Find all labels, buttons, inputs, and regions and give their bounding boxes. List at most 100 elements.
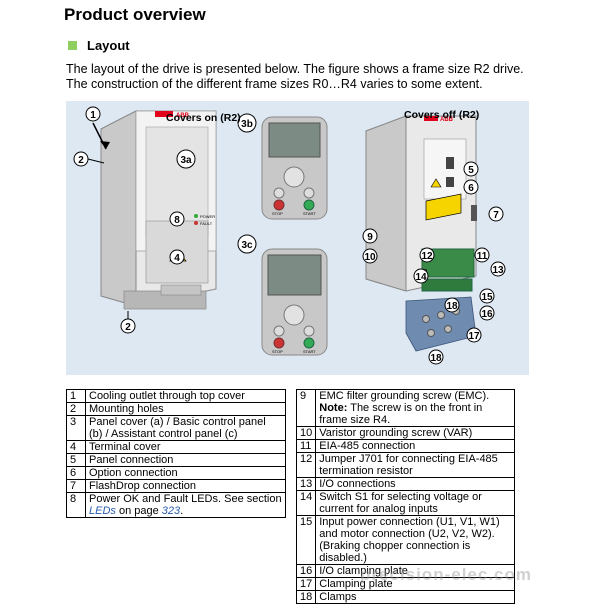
row-number: 13 bbox=[295, 477, 317, 491]
row-number: 17 bbox=[295, 577, 317, 591]
callout-16: 16 bbox=[481, 309, 493, 320]
caption-covers-off: Covers off (R2) bbox=[404, 109, 479, 121]
row-number: 1 bbox=[66, 389, 86, 403]
row-8-tail: on page bbox=[118, 505, 159, 517]
callout-13: 13 bbox=[492, 265, 504, 276]
section-label: Layout bbox=[87, 38, 130, 53]
row-description: Panel cover (a) / Basic control panel (b… bbox=[85, 415, 286, 441]
row-number: 12 bbox=[295, 452, 317, 478]
row-description: Clamping plate bbox=[315, 577, 515, 591]
leds-link[interactable]: LEDs bbox=[89, 505, 116, 517]
callout-2-top: 2 bbox=[78, 155, 84, 166]
row-description: Power OK and Fault LEDs. See section LED… bbox=[85, 492, 286, 518]
panel-c-stop-label: STOP bbox=[272, 349, 283, 354]
panel-b-stop-label: STOP bbox=[272, 211, 283, 216]
row-description: EMC filter grounding screw (EMC). Note: … bbox=[315, 389, 515, 427]
callout-3b: 3b bbox=[241, 119, 253, 130]
row-number: 5 bbox=[66, 453, 86, 467]
panel-c-start-label: START bbox=[303, 349, 316, 354]
callout-17: 17 bbox=[468, 331, 480, 342]
callout-14: 14 bbox=[415, 272, 427, 283]
brand-logo-right: ABB bbox=[440, 117, 454, 123]
page-323-link[interactable]: 323 bbox=[161, 505, 181, 517]
row-description: Mounting holes bbox=[85, 402, 286, 416]
callout-8: 8 bbox=[174, 215, 180, 226]
row-description: Varistor grounding screw (VAR) bbox=[315, 426, 515, 440]
callout-15: 15 bbox=[481, 292, 493, 303]
callout-9: 9 bbox=[367, 232, 373, 243]
callout-3c: 3c bbox=[241, 240, 253, 251]
row-number: 11 bbox=[295, 439, 317, 453]
table-row: 8 Power OK and Fault LEDs. See section L… bbox=[66, 492, 286, 518]
row-9-note-text: The screw is on the front in frame size … bbox=[319, 402, 483, 426]
led-power-label: POWER bbox=[200, 214, 215, 219]
row-9-text: EMC filter grounding screw (EMC). bbox=[319, 390, 490, 402]
row-8-text: Power OK and Fault LEDs. See section bbox=[89, 493, 282, 505]
row-description: I/O connections bbox=[315, 477, 515, 491]
table-row: 9 EMC filter grounding screw (EMC). Note… bbox=[295, 389, 515, 427]
row-description: Option connection bbox=[85, 466, 286, 480]
row-description: Terminal cover bbox=[85, 440, 286, 454]
row-number: 8 bbox=[66, 492, 86, 518]
row-description: EIA-485 connection bbox=[315, 439, 515, 453]
led-fault-label: FAULT bbox=[200, 221, 213, 226]
row-description: Input power connection (U1, V1, W1) and … bbox=[315, 515, 515, 565]
row-description: Clamps bbox=[315, 590, 515, 604]
assistant-control-panel: STOP START bbox=[261, 248, 328, 356]
row-number: 10 bbox=[295, 426, 317, 440]
row-9-note-label: Note: bbox=[319, 402, 348, 414]
row-number: 14 bbox=[295, 490, 317, 516]
watermark: precision-elec.com bbox=[360, 565, 533, 584]
row-number: 2 bbox=[66, 402, 86, 416]
row-description: Cooling outlet through top cover bbox=[85, 389, 286, 403]
row-number: 7 bbox=[66, 479, 86, 493]
panel-b-start-label: START bbox=[303, 211, 316, 216]
section-heading: Layout bbox=[68, 38, 130, 53]
callout-1: 1 bbox=[90, 110, 96, 121]
row-number: 4 bbox=[66, 440, 86, 454]
row-description: Switch S1 for selecting voltage or curre… bbox=[315, 490, 515, 516]
row-number: 6 bbox=[66, 466, 86, 480]
callout-2-bottom: 2 bbox=[125, 322, 131, 333]
callout-18-bottom: 18 bbox=[430, 353, 442, 364]
callout-18-top: 18 bbox=[446, 301, 458, 312]
drive-covers-off: ABB bbox=[365, 115, 477, 352]
callout-7: 7 bbox=[493, 210, 499, 221]
callout-5: 5 bbox=[468, 165, 474, 176]
row-number: 3 bbox=[66, 415, 86, 441]
callout-4: 4 bbox=[174, 253, 180, 264]
row-number: 18 bbox=[295, 590, 317, 604]
callout-3a: 3a bbox=[180, 155, 192, 166]
row-description: Jumper J701 for connecting EIA-485 termi… bbox=[315, 452, 515, 478]
row-number: 16 bbox=[295, 564, 317, 578]
row-description: Panel connection bbox=[85, 453, 286, 467]
legend-table-right: 9 EMC filter grounding screw (EMC). Note… bbox=[295, 389, 515, 604]
callout-12: 12 bbox=[421, 251, 433, 262]
drive-layout-figure: ABB POWER FAULT STOP START STOP START bbox=[66, 101, 529, 375]
row-description: FlashDrop connection bbox=[85, 479, 286, 493]
callout-10: 10 bbox=[364, 252, 376, 263]
page-title: Product overview bbox=[64, 5, 206, 24]
brand-logo-left: ABB bbox=[176, 113, 190, 119]
drive-covers-on: ABB POWER FAULT bbox=[100, 110, 217, 310]
basic-control-panel: STOP START bbox=[261, 116, 328, 220]
row-number: 15 bbox=[295, 515, 317, 565]
intro-paragraph: The layout of the drive is presented bel… bbox=[66, 62, 524, 91]
row-8-end: . bbox=[180, 505, 184, 517]
caption-covers-on: Covers on (R2) bbox=[166, 112, 241, 124]
callout-11: 11 bbox=[477, 251, 488, 262]
